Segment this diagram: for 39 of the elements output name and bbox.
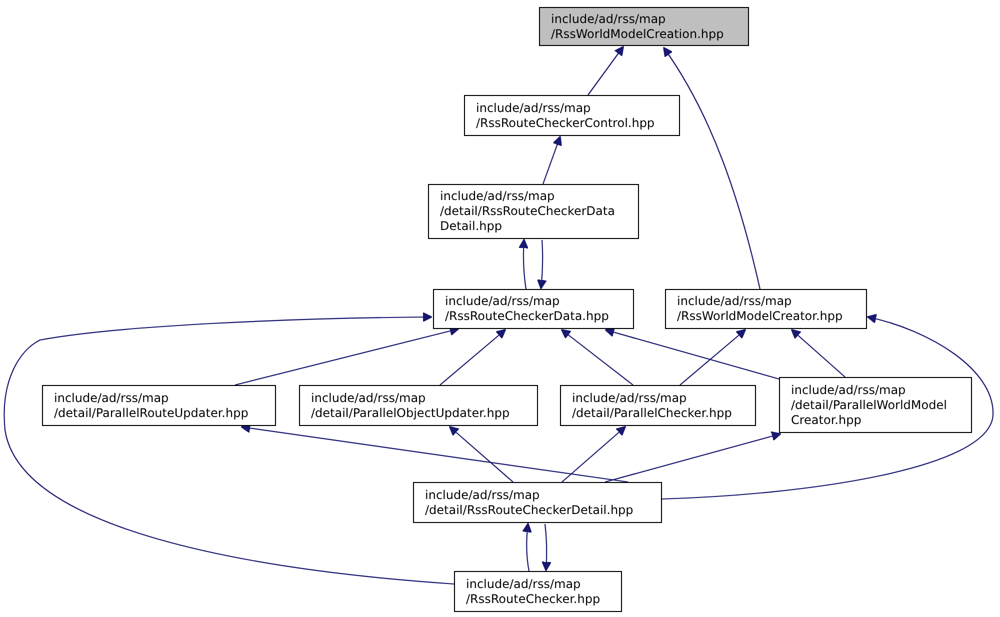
arrow [604, 327, 780, 380]
arrow [518, 238, 528, 290]
arrow [522, 522, 532, 572]
file-path: include/ad/rss/map /RssRouteChecker.hpp [466, 576, 602, 606]
file-box [433, 289, 634, 329]
arrow [560, 329, 634, 386]
file-path: include/ad/rss/map /detail/RssRouteCheckerData Detail.hpp [440, 189, 616, 234]
arrow [440, 328, 506, 386]
file-box [454, 571, 622, 612]
file-box [464, 95, 680, 136]
arrow [562, 426, 626, 482]
file-box [413, 482, 662, 523]
file-path: include/ad/rss/map /RssWorldModelCreator.hpp [677, 294, 844, 324]
arrow [662, 314, 994, 500]
file-path: include/ad/rss/map /detail/RssRouteCheckerDetail.hpp [425, 488, 634, 518]
file-box [539, 7, 749, 46]
arrow [604, 431, 782, 483]
arrow [448, 426, 514, 482]
file-box [665, 289, 867, 329]
file-path: include/ad/rss/map /RssRouteCheckerControl.hpp [476, 100, 656, 130]
file-path: include/ad/rss/map /RssRouteCheckerData.hpp [445, 294, 610, 324]
file-box [560, 385, 756, 426]
arrow [680, 328, 746, 386]
arrow [663, 46, 761, 290]
arrow [790, 328, 846, 378]
file-path: include/ad/rss/map /detail/ParallelWorldModel Creator.hpp [791, 382, 948, 428]
arrow [588, 46, 624, 96]
file-box [42, 385, 276, 426]
arrow [542, 524, 552, 572]
arrow [536, 240, 547, 290]
file-box [779, 377, 972, 433]
file-path: include/ad/rss/map /detail/ParallelObjectUpdater.hpp [311, 390, 511, 420]
file-box [428, 184, 639, 239]
file-path: include/ad/rss/map /detail/ParallelRouteUpdater.hpp [54, 390, 250, 420]
file-box [299, 385, 538, 426]
file-path: include/ad/rss/map /detail/ParallelChecker.hpp [572, 390, 733, 420]
arrow [542, 136, 562, 184]
arrow [4, 312, 454, 585]
file-path: include/ad/rss/map /RssWorldModelCreation.hpp [551, 12, 725, 42]
